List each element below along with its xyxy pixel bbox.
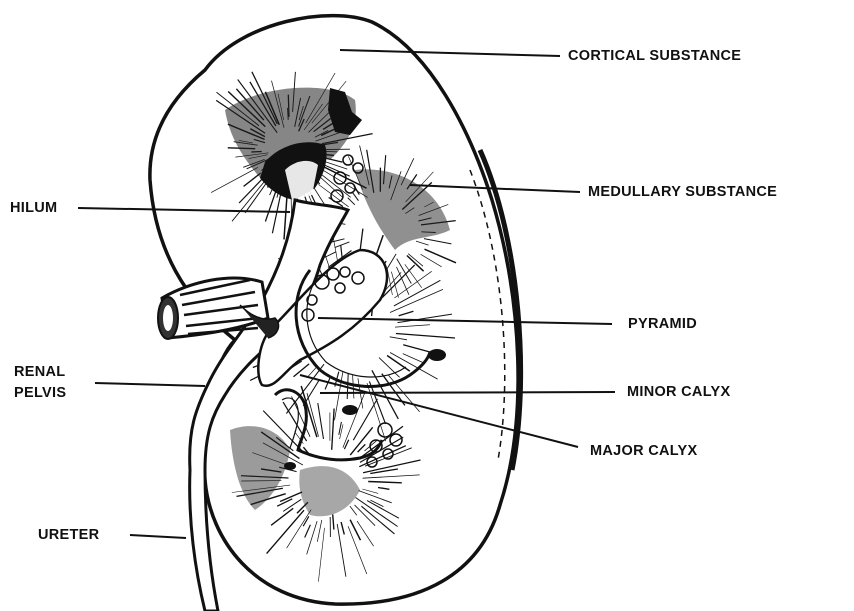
label-major-calyx: MAJOR CALYX <box>590 444 698 459</box>
label-renal-pelvis: RENAL PELVIS <box>14 362 66 404</box>
vessel-spot <box>284 462 296 470</box>
label-minor-calyx: MINOR CALYX <box>627 385 730 400</box>
leader-renal-pelvis <box>95 383 205 386</box>
vessel-spot <box>428 349 446 361</box>
label-pyramid: PYRAMID <box>628 317 697 332</box>
label-renal-line2: PELVIS <box>14 383 66 404</box>
label-hilum: HILUM <box>10 201 57 216</box>
vessel-spot <box>342 405 358 415</box>
label-cortical-substance: CORTICAL SUBSTANCE <box>568 49 741 64</box>
label-ureter: URETER <box>38 528 99 543</box>
label-medullary-substance: MEDULLARY SUBSTANCE <box>588 185 777 200</box>
label-renal-line1: RENAL <box>14 362 66 383</box>
leader-ureter <box>130 535 186 538</box>
